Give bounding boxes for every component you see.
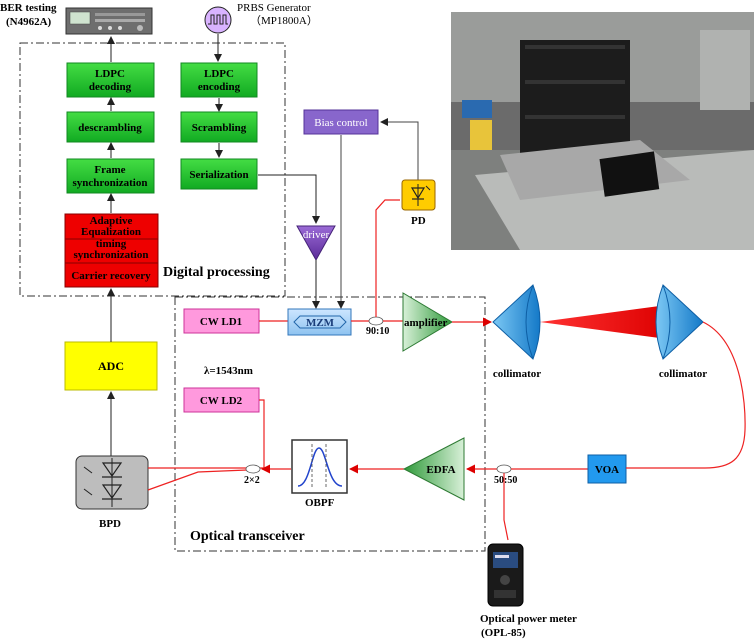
digital-processing-region xyxy=(19,42,286,297)
pd-label: PD xyxy=(411,215,426,227)
edfa-block: EDFA xyxy=(402,437,465,501)
free-space-beam xyxy=(540,305,667,339)
driver-text: driver xyxy=(303,229,330,241)
balanced-photodetector-icon xyxy=(75,455,149,510)
splitter-9010-label: 90:10 xyxy=(366,326,389,337)
power-meter-label: Optical power meter xyxy=(480,613,577,625)
optical-transceiver-region xyxy=(174,296,486,552)
cw-ld1-text: CW LD1 xyxy=(200,316,242,328)
scrambling-text: Scrambling xyxy=(192,122,247,134)
bpd-label: BPD xyxy=(99,518,121,530)
power-meter-model-label: (OPL-85) xyxy=(481,627,526,639)
driver-block: driver xyxy=(296,225,336,262)
carrier-recovery-text: Carrier recovery xyxy=(71,270,151,282)
coupler-to-bpd-fiber-2 xyxy=(147,469,248,491)
prbs-label: PRBS Generator xyxy=(237,2,311,14)
pd-to-bias-arrow xyxy=(380,118,419,180)
gaussian-filter-icon xyxy=(291,439,348,494)
adc-text: ADC xyxy=(98,359,124,373)
collimator-right-icon xyxy=(655,284,704,360)
descrambling-text: descrambling xyxy=(78,122,142,134)
collimator-left-label: collimator xyxy=(493,368,541,380)
photodiode-icon xyxy=(401,179,436,211)
cw-ld2-text: CW LD2 xyxy=(200,395,243,407)
bias-control-block: Bias control xyxy=(303,109,379,135)
wavelength-label: λ=1543nm xyxy=(204,365,253,377)
mzm-text: MZM xyxy=(306,317,335,329)
collimator-right-label: collimator xyxy=(659,368,707,380)
collimator-to-voa-fiber xyxy=(702,321,746,469)
cw-ld1-block: CW LD1 xyxy=(183,308,260,334)
serialization-block: Serialization xyxy=(180,158,258,190)
amplifier-text: amplifier xyxy=(404,317,447,329)
coupler-2x2-label: 2×2 xyxy=(244,475,260,486)
voa-text: VOA xyxy=(595,464,619,476)
bias-control-text: Bias control xyxy=(314,117,367,129)
voa-block: VOA xyxy=(587,454,627,484)
scrambling-block: Scrambling xyxy=(180,111,258,143)
power-meter-handheld-icon xyxy=(487,543,524,607)
descrambling-block: descrambling xyxy=(66,111,155,143)
coupler-2x2-icon xyxy=(245,464,261,474)
ber-tester-instrument-icon xyxy=(65,7,153,35)
edfa-text: EDFA xyxy=(426,464,455,476)
digital-processing-label: Digital processing xyxy=(163,265,270,280)
splitter-to-powermeter-fiber xyxy=(503,473,509,541)
splitter-to-pd-fiber xyxy=(375,199,400,317)
serialization-to-driver-arrow xyxy=(258,174,320,224)
splitter-5050-icon xyxy=(496,464,512,474)
obpf-label: OBPF xyxy=(305,497,335,509)
ber-testing-label: BER testing xyxy=(0,2,57,14)
collimator-left-icon xyxy=(492,284,541,360)
serialization-text: Serialization xyxy=(189,169,248,181)
prbs-model-label: （MP1800A） xyxy=(250,14,318,27)
mzm-block: MZM xyxy=(287,308,352,336)
optical-transceiver-label: Optical transceiver xyxy=(190,529,305,544)
amplifier-block: amplifier xyxy=(402,292,453,352)
lab-equipment-photo xyxy=(451,12,754,250)
splitter-5050-label: 50:50 xyxy=(494,475,517,486)
splitter-9010-icon xyxy=(368,316,384,326)
cw-ld2-block: CW LD2 xyxy=(183,387,260,413)
ber-model-label: (N4962A) xyxy=(6,16,52,28)
adc-block: ADC xyxy=(64,341,158,391)
prbs-square-wave-icon xyxy=(204,6,232,34)
